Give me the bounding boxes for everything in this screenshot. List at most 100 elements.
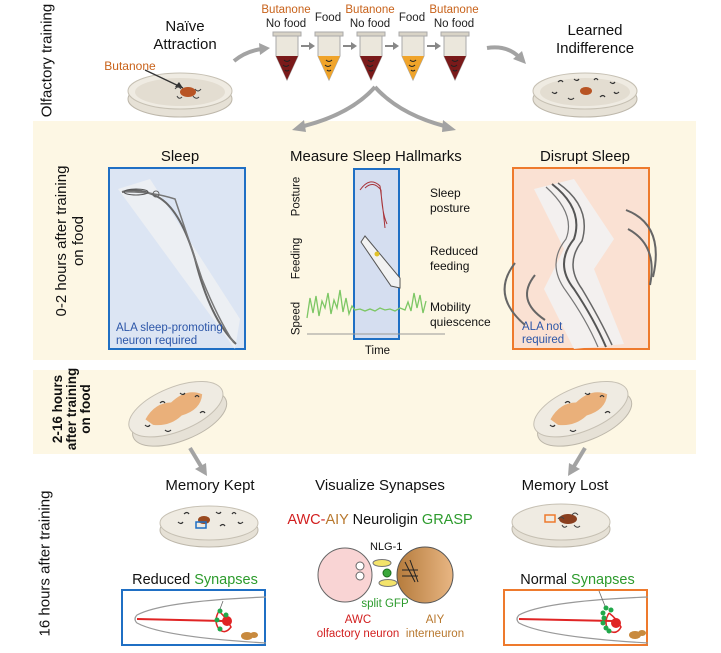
disrupt-sleep-panel: ALA not required [512,167,650,350]
memory-kept-title: Memory Kept [165,477,255,494]
sample-tube-icon [356,31,386,82]
row-label-consolidation-line1: 2-16 hours [50,374,65,444]
arrow-to-memory-kept [188,446,207,476]
hallmark-sleep-posture: Sleep posture [430,186,470,216]
hallmark-mobility-line1: Mobility [430,300,471,314]
split-arrows [292,85,456,132]
grasp-dash: - [320,512,326,528]
memory-lost-title: Memory Lost [521,477,609,494]
hallmark-mobility-line2: quiescence [430,315,491,329]
sleep-note: ALA sleep-promoting neuron required [116,322,223,348]
normal-caption-prefix: Normal [520,572,567,588]
tube-condition-food: No food [349,18,391,30]
sample-tube-icon [440,31,470,82]
reduced-synapses-caption: Reduced Synapses [125,572,265,588]
disrupt-note: ALA not required [522,321,564,347]
row-label-olfactory-training: Olfactory training [38,3,56,118]
normal-synapses-caption: Normal Synapses [510,572,645,588]
hallmark-reduced-feeding: Reduced feeding [430,244,478,274]
tube-condition-food: Food [398,12,426,24]
normal-caption-synapses: Synapses [571,572,635,588]
sample-tube-icon [272,31,302,82]
tube-sequence-arrow [427,42,441,50]
grasp-grasp: GRASP [421,512,473,528]
aiy-name: AIY [425,614,445,626]
time-axis-label: Time [364,345,391,357]
row-label-16h-test: 16 hours after training [36,490,54,637]
tube-sequence-arrow [301,42,315,50]
aiy-label: AIY interneuron [395,613,475,641]
tube-condition-odor: Butanone [261,4,311,16]
sample-tube-icon [398,31,428,82]
axis-label-speed: Speed [290,301,303,336]
pharynx-drawing [360,235,401,289]
vibration-arcs-icon [503,209,657,326]
learned-line1: Learned [567,22,623,39]
arrow-to-tubes [232,43,270,63]
tube-condition-odor: Butanone [429,4,479,16]
butanone-label: Butanone [104,59,156,73]
learned-line2: Indifference [555,40,635,57]
grasp-awc: AWC [287,512,321,528]
arrow-to-memory-lost [568,446,587,476]
visualize-synapses-title: Visualize Synapses [315,477,445,494]
tube-condition-food: No food [265,18,307,30]
axis-label-feeding: Feeding [290,237,303,280]
split-gfp-label: split GFP [361,598,409,610]
grasp-schematic [317,546,454,604]
aiy-neuron-cell [396,546,454,604]
naive-line2: Attraction [153,36,217,53]
disrupt-sleep-title: Disrupt Sleep [539,148,631,165]
reduced-caption-prefix: Reduced [132,572,191,588]
moving-worm-image [534,179,624,349]
posture-trace [359,181,388,229]
nlg-1-label: NLG-1 [370,541,403,553]
sleep-note-line2: neuron required [116,335,198,347]
consolidation-dish-left [128,381,228,447]
hallmarks-plot [306,181,445,335]
learned-indifference-title: Learned Indifference [545,22,645,58]
disrupt-note-line1: ALA not [522,321,563,333]
sleep-panel: ALA sleep-promoting neuron required [108,167,246,350]
reduced-caption-synapses: Synapses [194,572,258,588]
sample-tube-icon [314,31,344,82]
naive-line1: Naïve [165,18,205,35]
row-label-consolidation-line3: on food [78,384,93,434]
row-label-sleep-phase: 0-2 hours after training on food [53,151,87,331]
row-label-consolidation-line2: after training [64,367,79,451]
grasp-aiy: AIY [325,512,349,528]
awc-label: AWC olfactory neuron [313,613,403,641]
sleep-title: Sleep [160,148,200,165]
axis-label-posture: Posture [290,176,303,217]
grasp-title: AWC-AIY Neuroligin GRASP [285,512,475,528]
hallmark-posture-line2: posture [430,201,471,215]
tube-sequence-arrow [385,42,399,50]
sleeping-worm-image [118,179,240,349]
hallmark-feeding-line1: Reduced [430,244,479,258]
speed-trace [306,289,427,319]
worm-head-synapses-reduced [134,596,267,644]
normal-synapses-panel [503,589,649,646]
awc-neuron-cell [317,547,373,603]
awc-desc: olfactory neuron [316,628,400,640]
learned-petri-dish [532,72,638,118]
arrow-to-learned [486,45,526,64]
row-label-sleep-line1: 0-2 hours after training [53,165,70,317]
hallmark-posture-line1: Sleep [430,186,461,200]
tube-condition-odor: Butanone [345,4,395,16]
worm-head-synapses-normal [516,590,649,644]
row-label-consolidation: 2-16 hours after training on food [50,359,93,459]
tube-sequence-arrow [343,42,357,50]
hallmark-feeding-line2: feeding [430,259,470,273]
butanone-spot [180,87,196,97]
tube-condition-food: Food [314,12,342,24]
naive-petri-dish [127,69,233,118]
grasp-neuroligin: Neuroligin [352,512,418,528]
disrupt-note-line2: required [522,334,565,346]
hallmark-mobility-quiescence: Mobility quiescence [430,300,491,330]
hallmarks-title: Measure Sleep Hallmarks [290,148,462,165]
sleep-note-line1: ALA sleep-promoting [116,322,223,334]
reduced-synapses-panel [121,589,267,646]
memory-kept-dish [159,505,259,548]
consolidation-dish-right [533,381,633,447]
